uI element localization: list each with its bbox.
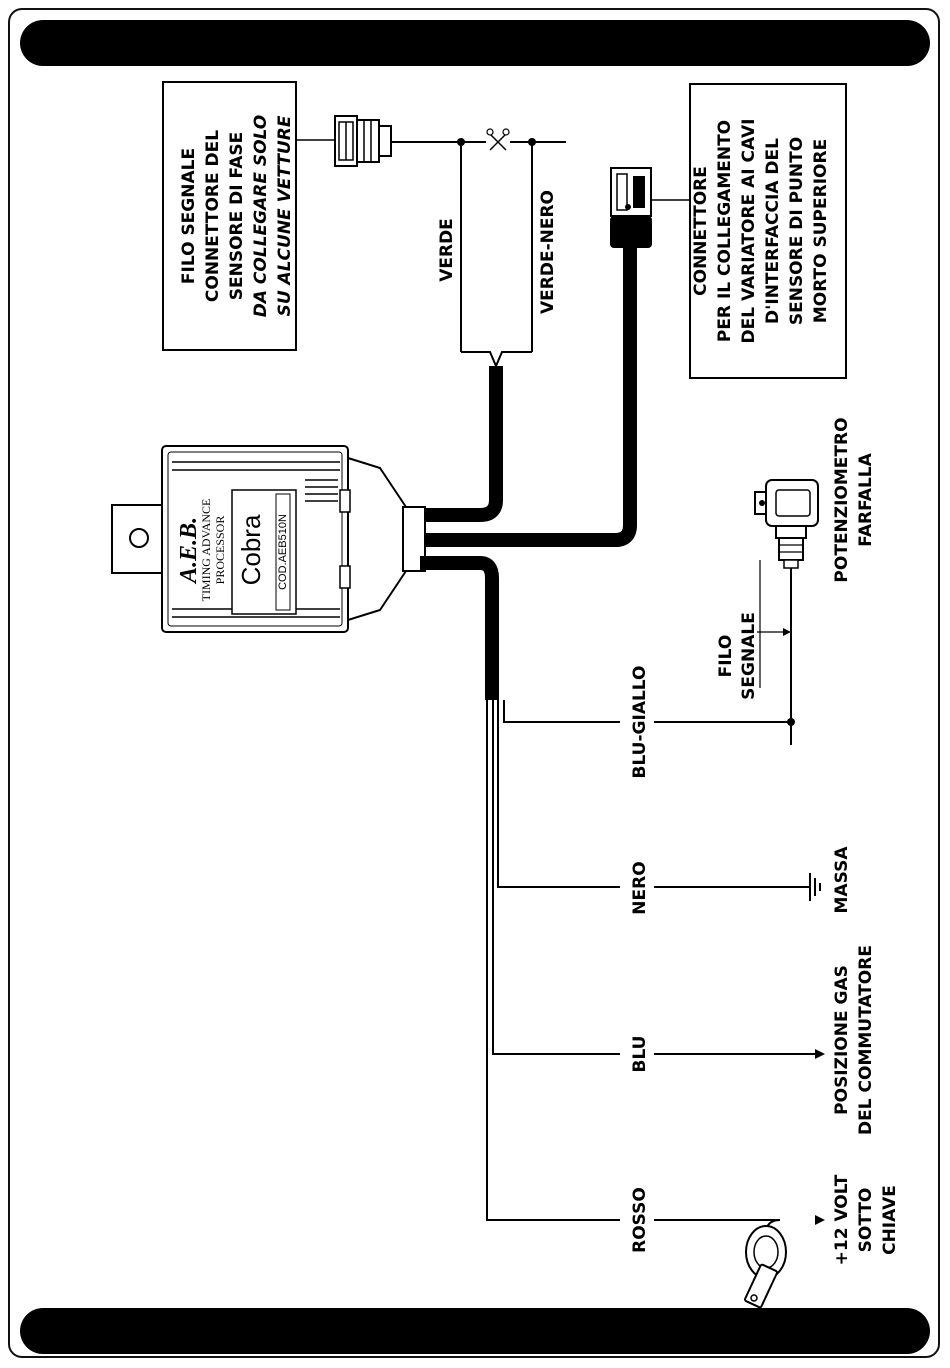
- nero-label: NERO: [630, 861, 650, 914]
- nero-wire: [497, 700, 810, 888]
- phase-cable: [420, 366, 503, 522]
- ignition-key-icon: [744, 1219, 787, 1309]
- phase-box-line-5: SU ALCUNE VETTURE: [275, 115, 295, 316]
- commutatore-label: DEL COMMUTATORE: [856, 945, 876, 1135]
- tdc-cable: [420, 248, 637, 547]
- arrow-icon: [783, 628, 791, 636]
- potenziometro-label: POTENZIOMETRO: [832, 417, 852, 582]
- tdc-connector-box: [689, 83, 847, 379]
- ground-icon: [809, 873, 821, 901]
- phase-sensor-box: [162, 81, 297, 351]
- rosso-label: ROSSO: [630, 1187, 650, 1253]
- phase-box-line-3: SENSORE DI FASE: [227, 132, 247, 300]
- verde-nero-label: VERDE-NERO: [538, 190, 558, 314]
- verde-label: VERDE: [437, 218, 457, 282]
- posizione-gas-label: POSIZIONE GAS: [832, 965, 852, 1115]
- cable-boot: [347, 456, 407, 622]
- arrow-icon: [815, 1215, 825, 1225]
- sotto-label: SOTTO: [856, 1188, 876, 1253]
- blu-label: BLU: [630, 1036, 650, 1073]
- tdc-box-line-6: MORTO SUPERIORE: [811, 139, 831, 323]
- farfalla-label: FARFALLA: [856, 452, 876, 546]
- segnale-label: SEGNALE: [739, 612, 759, 700]
- massa-label: MASSA: [832, 846, 852, 914]
- mounting-hole: [129, 528, 149, 548]
- tdc-box-line-1: CONNETTORE: [691, 166, 711, 296]
- blu-giallo-wire: [503, 700, 790, 723]
- bottom-black-bar: [20, 1308, 930, 1354]
- device-line-1: TIMING ADVANCE: [199, 499, 213, 602]
- phase-sensor-connector-icon: [296, 115, 392, 167]
- volt-label: +12 VOLT: [832, 1174, 852, 1265]
- top-black-bar: [20, 20, 930, 66]
- tdc-box-line-5: SENSORE DI PUNTO: [787, 137, 807, 325]
- blu-wire: [492, 700, 815, 1055]
- phase-box-line-4: DA COLLEGARE SOLO: [251, 115, 271, 318]
- device-name: Cobra: [236, 514, 266, 585]
- tdc-box-line-2: PER IL COLLEGAMENTO: [715, 120, 735, 342]
- main-harness-cable: [420, 556, 499, 700]
- scissors-icon: [486, 128, 510, 152]
- tdc-connector-icon: [610, 167, 690, 248]
- filo-label: FILO: [716, 635, 736, 678]
- blu-giallo-label: BLU-GIALLO: [630, 666, 650, 779]
- arrow-icon: [815, 1049, 825, 1059]
- device-code: COD.AEB510N: [277, 514, 289, 590]
- cobra-device: A.E.B. TIMING ADVANCE PROCESSOR Cobra CO…: [111, 445, 426, 633]
- tdc-box-line-3: DEL VARIATORE AI CAVI: [739, 119, 759, 344]
- brand-logo: A.E.B.: [176, 517, 202, 585]
- rosso-wire: [486, 700, 780, 1221]
- page-frame: [8, 8, 940, 1358]
- junction-dot: [787, 718, 795, 726]
- tdc-box-line-4: D'INTERFACCIA DEL: [763, 138, 783, 324]
- phase-box-line-1: FILO SEGNALE: [179, 148, 199, 284]
- throttle-potentiometer-icon: [754, 479, 819, 569]
- chiave-label: CHIAVE: [880, 1185, 900, 1255]
- phase-box-line-2: CONNETTORE DEL: [203, 130, 223, 302]
- device-line-2: PROCESSOR: [213, 516, 227, 585]
